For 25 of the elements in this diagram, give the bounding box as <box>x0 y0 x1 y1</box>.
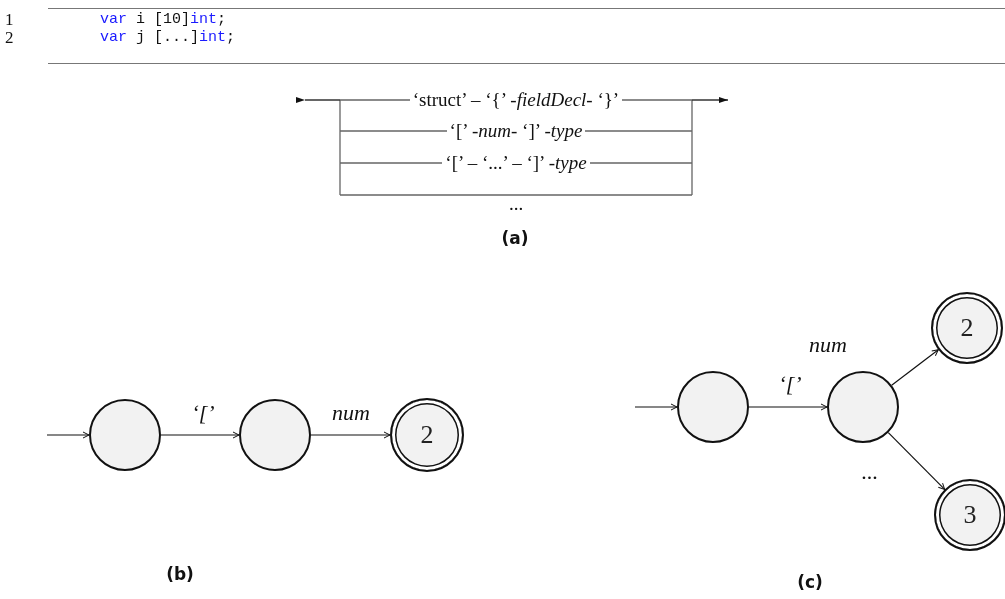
arrow <box>310 431 391 439</box>
arrow <box>748 403 828 411</box>
arrow <box>634 403 678 411</box>
edge-label: ‘[’ <box>778 371 802 397</box>
subfigure-caption: (b) <box>166 564 194 584</box>
state-label: 3 <box>963 500 977 530</box>
edge-label: ... <box>861 459 879 485</box>
line-number: 1 <box>5 11 14 29</box>
edge-label: num <box>809 332 847 358</box>
arrow <box>887 431 946 491</box>
subfigure-caption: (c) <box>797 572 823 592</box>
edge-label: ‘[’ <box>191 400 215 426</box>
edge-label: num <box>332 400 370 426</box>
code-line: var j [...]int; <box>100 29 236 47</box>
subfigure-caption: (a) <box>501 228 529 248</box>
arrow <box>891 349 939 386</box>
code-line: var i [10]int; <box>100 11 227 29</box>
line-number: 2 <box>5 29 14 47</box>
ellipsis-text: ... <box>508 196 524 212</box>
state-label: 2 <box>420 420 434 450</box>
arrow <box>46 431 90 439</box>
accepting-state-circle <box>934 479 1005 551</box>
grammar-alternative: ‘struct’ – ‘{’ -fieldDecl- ‘}’ <box>409 89 623 111</box>
state-label: 2 <box>960 313 974 343</box>
arrow <box>160 431 240 439</box>
